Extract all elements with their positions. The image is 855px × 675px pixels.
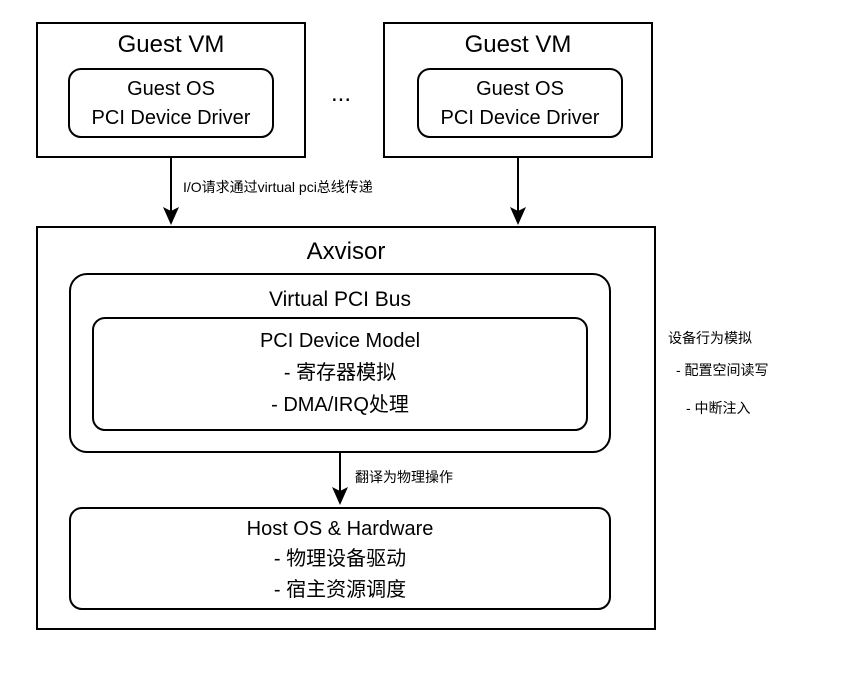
guest-os-box: Guest OS PCI Device Driver [68,68,274,138]
side-note-title: 设备行为模拟 [668,330,752,346]
arrow-guest1-to-axvisor [163,158,179,225]
arrow-bus-to-host [332,452,348,505]
axvisor-box: Axvisor Virtual PCI Bus PCI Device Model… [36,226,656,630]
physical-driver-item: - 物理设备驱动 [273,548,407,570]
translate-label: 翻译为物理操作 [355,469,453,485]
register-emulation-item: - 寄存器模拟 [283,362,397,384]
pci-device-driver-label: PCI Device Driver [91,107,251,129]
host-os-hardware-box: Host OS & Hardware - 物理设备驱动 - 宿主资源调度 [69,507,611,610]
axvisor-title: Axvisor [306,238,386,265]
pci-device-model-box: PCI Device Model - 寄存器模拟 - DMA/IRQ处理 [92,317,588,431]
guest-os-label: Guest OS [476,78,564,100]
ellipsis: ... [330,80,351,107]
guest-os-label: Guest OS [127,78,215,100]
side-note-item-interrupt: - 中断注入 [686,400,751,416]
virtual-pci-bus-box: Virtual PCI Bus PCI Device Model - 寄存器模拟… [69,273,611,453]
guest-os-box: Guest OS PCI Device Driver [417,68,623,138]
host-os-hardware-title: Host OS & Hardware [246,518,434,540]
guest-vm-title: Guest VM [117,31,225,58]
arrow-guest2-to-axvisor [510,158,526,225]
host-scheduling-item: - 宿主资源调度 [273,579,407,601]
side-note-item-config: - 配置空间读写 [676,362,769,378]
guest-vm-box-2: Guest VM Guest OS PCI Device Driver [383,22,653,158]
io-request-label: I/O请求通过virtual pci总线传递 [183,179,373,195]
virtual-pci-bus-title: Virtual PCI Bus [268,288,411,311]
dma-irq-item: - DMA/IRQ处理 [271,394,409,416]
guest-vm-title: Guest VM [464,31,572,58]
pci-device-model-title: PCI Device Model [259,330,421,352]
pci-device-driver-label: PCI Device Driver [440,107,600,129]
guest-vm-box-1: Guest VM Guest OS PCI Device Driver [36,22,306,158]
